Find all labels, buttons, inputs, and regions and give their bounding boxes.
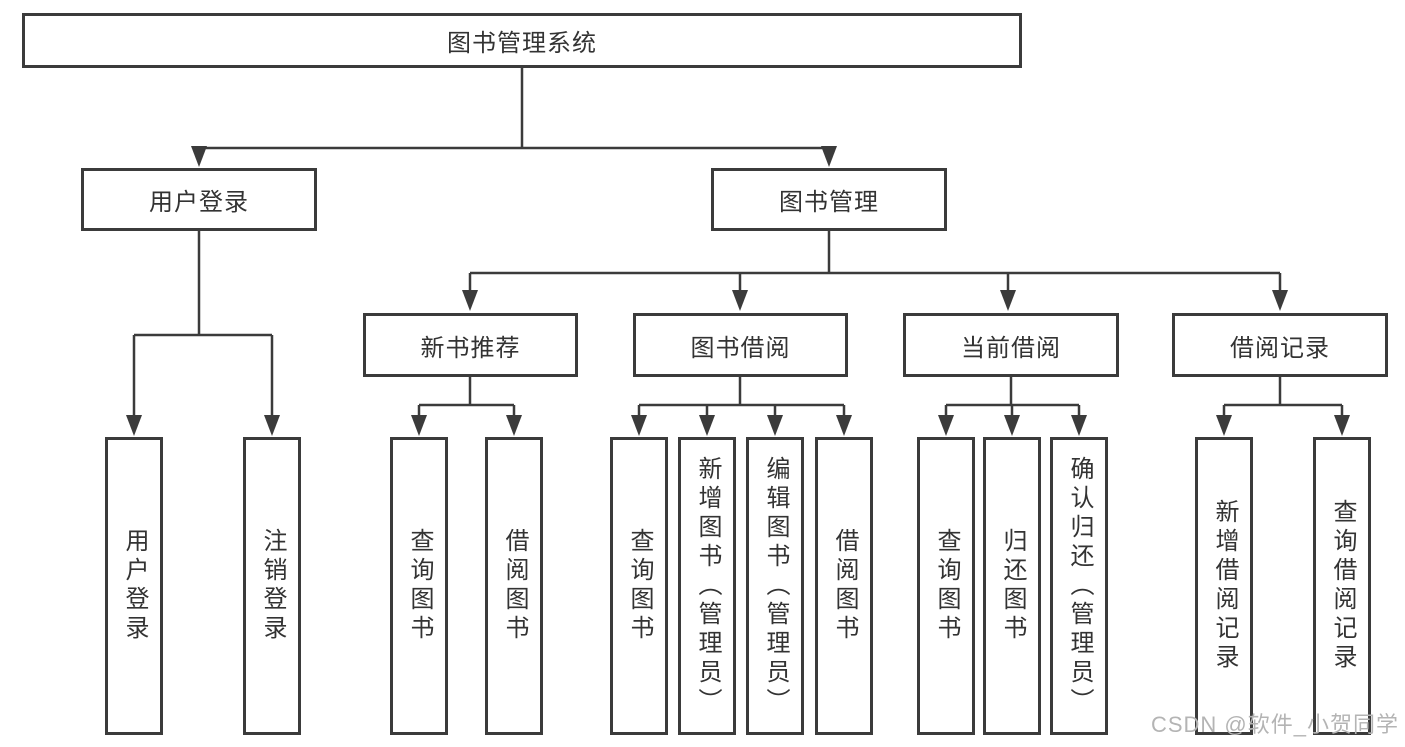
arrowhead xyxy=(1216,415,1232,436)
arrowhead xyxy=(411,415,427,436)
leaf-label: 编辑图书（管理员） xyxy=(762,455,789,717)
connector-book-borrow-to-leaves xyxy=(637,377,846,417)
connector-current-borrow-to-leaves xyxy=(944,377,1081,417)
leaf-confirm-return-admin: 确认归还（管理员） xyxy=(1050,437,1108,735)
node-current-borrow: 当前借阅 xyxy=(903,313,1119,377)
leaf-user-login: 用户登录 xyxy=(105,437,163,735)
leaf-add-book-admin: 新增图书（管理员） xyxy=(678,437,736,735)
leaf-query-borrow-record: 查询借阅记录 xyxy=(1313,437,1371,735)
connector-book-mgmt-to-level3 xyxy=(468,231,1282,292)
leaf-label: 借阅图书 xyxy=(501,528,528,644)
leaf-query-books-current: 查询图书 xyxy=(917,437,975,735)
node-user-login: 用户登录 xyxy=(81,168,317,231)
leaf-query-books-rec: 查询图书 xyxy=(390,437,448,735)
leaf-label: 新增图书（管理员） xyxy=(694,455,721,717)
leaf-borrow-books-rec: 借阅图书 xyxy=(485,437,543,735)
arrowhead xyxy=(767,415,783,436)
arrowhead xyxy=(1000,290,1016,311)
arrowhead xyxy=(462,290,478,311)
leaf-add-borrow-record: 新增借阅记录 xyxy=(1195,437,1253,735)
leaf-label: 借阅图书 xyxy=(831,528,858,644)
node-label: 图书管理系统 xyxy=(447,30,597,57)
node-borrow-records: 借阅记录 xyxy=(1172,313,1388,377)
node-new-book-rec: 新书推荐 xyxy=(363,313,578,377)
leaf-edit-book-admin: 编辑图书（管理员） xyxy=(746,437,804,735)
leaf-label: 查询图书 xyxy=(406,528,433,644)
leaf-logout: 注销登录 xyxy=(243,437,301,735)
arrowhead xyxy=(631,415,647,436)
leaf-label: 新增借阅记录 xyxy=(1211,499,1238,673)
arrowhead xyxy=(1272,290,1288,311)
arrowhead xyxy=(506,415,522,436)
node-book-borrow: 图书借阅 xyxy=(633,313,848,377)
watermark: CSDN @软件_小贺同学 xyxy=(1150,712,1399,737)
arrowhead xyxy=(821,146,837,167)
leaf-label: 查询借阅记录 xyxy=(1329,499,1356,673)
node-root: 图书管理系统 xyxy=(22,13,1022,68)
arrowhead xyxy=(938,415,954,436)
connector-borrow-records-to-leaves xyxy=(1222,377,1344,417)
leaf-query-books-borrow: 查询图书 xyxy=(610,437,668,735)
arrowhead xyxy=(264,415,280,436)
leaf-label: 查询图书 xyxy=(933,528,960,644)
leaf-label: 注销登录 xyxy=(259,528,286,644)
connector-root-to-level2 xyxy=(199,68,829,150)
node-label: 新书推荐 xyxy=(420,334,521,362)
node-label: 图书借阅 xyxy=(690,334,791,362)
arrowhead xyxy=(126,415,142,436)
node-label: 用户登录 xyxy=(149,189,249,216)
leaf-label: 用户登录 xyxy=(121,528,148,644)
leaf-label: 归还图书 xyxy=(999,528,1026,644)
arrowhead xyxy=(1334,415,1350,436)
leaf-label: 确认归还（管理员） xyxy=(1066,455,1093,717)
arrowhead xyxy=(699,415,715,436)
leaf-label: 查询图书 xyxy=(626,528,653,644)
arrowhead xyxy=(1004,415,1020,436)
arrowhead xyxy=(1071,415,1087,436)
node-book-mgmt: 图书管理 xyxy=(711,168,947,231)
leaf-return-books: 归还图书 xyxy=(983,437,1041,735)
node-label: 借阅记录 xyxy=(1230,334,1330,362)
node-label: 当前借阅 xyxy=(961,334,1061,362)
connector-user-login-to-leaves xyxy=(132,231,274,417)
arrowhead xyxy=(836,415,852,436)
arrowhead xyxy=(732,290,748,311)
leaf-borrow-books: 借阅图书 xyxy=(815,437,873,735)
connector-new-book-rec-to-leaves xyxy=(417,377,516,417)
arrowhead xyxy=(191,146,207,167)
node-label: 图书管理 xyxy=(779,189,879,216)
